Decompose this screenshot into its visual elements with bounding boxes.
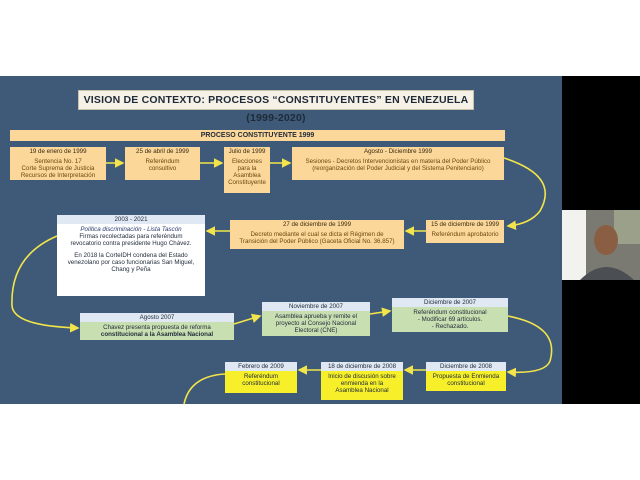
event-line: Referéndum: [243, 373, 279, 380]
event-date: 2003 - 2021: [57, 215, 205, 224]
event-line: Recursos de Interpretación: [20, 172, 96, 179]
arrow-right-icon: [369, 307, 392, 317]
event-line: Referéndum aprobatorio: [431, 231, 499, 238]
event-line: proyecto al Consejo Nacional: [275, 320, 357, 327]
event-box: Agosto 2007 Chavez presenta propuesta de…: [80, 313, 234, 340]
participant-avatar-icon: [562, 210, 640, 280]
presentation-slide: VISION DE CONTEXTO: PROCESOS “CONSTITUYE…: [0, 76, 562, 404]
event-body: Chavez presenta propuesta de reforma con…: [80, 322, 234, 340]
event-line: Decreto mediante el cual se dicta el Rég…: [250, 231, 384, 238]
event-line: Asamblea: [233, 172, 261, 179]
event-line: Electoral (CNE): [294, 327, 338, 334]
event-date: Febrero de 2009: [225, 362, 297, 371]
event-date: 19 de enero de 1999: [10, 147, 106, 156]
event-line: Asamblea aprueba y remite el: [274, 313, 358, 320]
event-line: Constituyente: [228, 179, 266, 186]
event-body: Decreto mediante el cual se dicta el Rég…: [230, 229, 404, 249]
bottom-letterbox: [0, 404, 640, 480]
event-date: Agosto 2007: [80, 313, 234, 322]
event-body: Inicio de discusión sobre enmienda en la…: [321, 371, 403, 400]
curved-arrow-icon: [503, 157, 546, 231]
event-line: constitucional: [447, 380, 485, 387]
event-line: revocatorio contra presidente Hugo Cháve…: [70, 240, 192, 247]
event-body: Asamblea aprueba y remite el proyecto al…: [262, 311, 370, 336]
event-body: Referéndum consultivo: [125, 156, 200, 180]
band-proceso-1999: PROCESO CONSTITUYENTE 1999: [10, 130, 505, 141]
event-box: 18 de diciembre de 2008 Inicio de discus…: [321, 362, 403, 400]
event-box: Noviembre de 2007 Asamblea aprueba y rem…: [262, 302, 370, 336]
event-body: Referéndum constitucional - Modificar 69…: [392, 307, 508, 332]
event-date: 27 de diciembre de 1999: [230, 220, 404, 229]
event-line: Firmas recolectadas para referéndum: [79, 233, 183, 240]
event-date: Agosto - Diciembre 1999: [292, 147, 504, 156]
event-body: Propuesta de Enmienda constitucional: [426, 371, 506, 391]
curved-arrow-icon: [183, 373, 226, 404]
event-line: - Rechazado.: [431, 323, 469, 330]
event-line: para la: [237, 165, 257, 172]
event-box: 2003 - 2021 Política discriminación - Li…: [57, 215, 205, 296]
event-line: - Modificar 69 artículos.: [417, 316, 483, 323]
event-line: Sesiones - Decretos Intervencionistas en…: [305, 158, 491, 165]
event-line: constitucional a la Asamblea Nacional: [100, 331, 214, 338]
event-date: Diciembre de 2008: [426, 362, 506, 371]
event-line: Corte Suprema de Justicia: [21, 165, 95, 172]
webcam-video-tile[interactable]: [562, 210, 640, 280]
event-body: Sentencia No. 17 Corte Suprema de Justic…: [10, 156, 106, 180]
event-line: Propuesta de Enmienda: [432, 373, 500, 380]
event-box: 25 de abril de 1999 Referéndum consultiv…: [125, 147, 200, 180]
event-box: Julio de 1999 Elecciones para la Asamble…: [224, 147, 270, 193]
event-line: constitucional: [242, 380, 280, 387]
event-line: venezolano por caso funcionarias San Mig…: [67, 259, 195, 266]
event-body: Sesiones - Decretos Intervencionistas en…: [292, 156, 504, 180]
event-box: Diciembre de 2008 Propuesta de Enmienda …: [426, 362, 506, 391]
event-body: Política discriminación - Lista Tascón F…: [57, 224, 205, 296]
event-line: (reorganización del Poder Judicial y del…: [312, 165, 484, 172]
event-date: 15 de diciembre de 1999: [426, 220, 504, 229]
arrow-right-icon: [233, 313, 262, 325]
event-line: Elecciones: [232, 158, 262, 165]
event-line: Referéndum constitucional: [413, 309, 487, 316]
event-line: Sentencia No. 17: [34, 158, 82, 165]
event-line: Chang y Peña: [111, 266, 151, 273]
event-body: Referéndum aprobatorio: [426, 229, 504, 243]
event-box: Diciembre de 2007 Referéndum constitucio…: [392, 298, 508, 332]
event-date: 25 de abril de 1999: [125, 147, 200, 156]
top-letterbox: [0, 0, 640, 76]
event-line: Chavez presenta propuesta de reforma: [103, 324, 211, 331]
event-line: Transición del Poder Público (Gaceta Ofi…: [239, 238, 395, 245]
event-line: enmienda en la: [340, 380, 384, 387]
event-body: Elecciones para la Asamblea Constituyent…: [224, 156, 270, 193]
event-date: Diciembre de 2007: [392, 298, 508, 307]
event-body: Referéndum constitucional: [225, 371, 297, 393]
event-box: 19 de enero de 1999 Sentencia No. 17 Cor…: [10, 147, 106, 180]
event-line: Asamblea Nacional: [335, 387, 389, 394]
event-box: Febrero de 2009 Referéndum constituciona…: [225, 362, 297, 393]
event-date: Noviembre de 2007: [262, 302, 370, 311]
event-line: Referéndum: [145, 158, 180, 165]
event-line: Política discriminación - Lista Tascón: [80, 226, 182, 233]
slide-title: VISION DE CONTEXTO: PROCESOS “CONSTITUYE…: [78, 90, 474, 124]
event-line: En 2018 la CorteIDH condena del Estado: [74, 252, 188, 259]
event-line: Inicio de discusión sobre: [328, 373, 396, 380]
event-box: 15 de diciembre de 1999 Referéndum aprob…: [426, 220, 504, 243]
event-date: Julio de 1999: [224, 147, 270, 156]
event-line: consultivo: [148, 165, 177, 172]
event-box: 27 de diciembre de 1999 Decreto mediante…: [230, 220, 404, 249]
curved-arrow-icon: [506, 315, 553, 378]
event-box: Agosto - Diciembre 1999 Sesiones - Decre…: [292, 147, 504, 180]
event-date: 18 de diciembre de 2008: [321, 362, 403, 371]
